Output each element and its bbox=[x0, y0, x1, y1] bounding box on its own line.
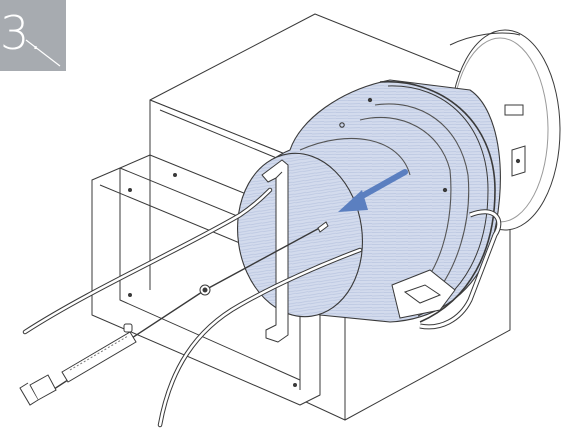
arrow-icon bbox=[338, 169, 408, 212]
mounting-bracket bbox=[261, 159, 289, 343]
measurement-probe bbox=[19, 221, 329, 406]
actuator-bracket bbox=[391, 209, 502, 330]
spigot bbox=[504, 104, 526, 177]
step-slash-mark bbox=[25, 39, 61, 67]
step-number: 3. bbox=[0, 6, 43, 60]
step-badge: 3. bbox=[0, 0, 66, 71]
